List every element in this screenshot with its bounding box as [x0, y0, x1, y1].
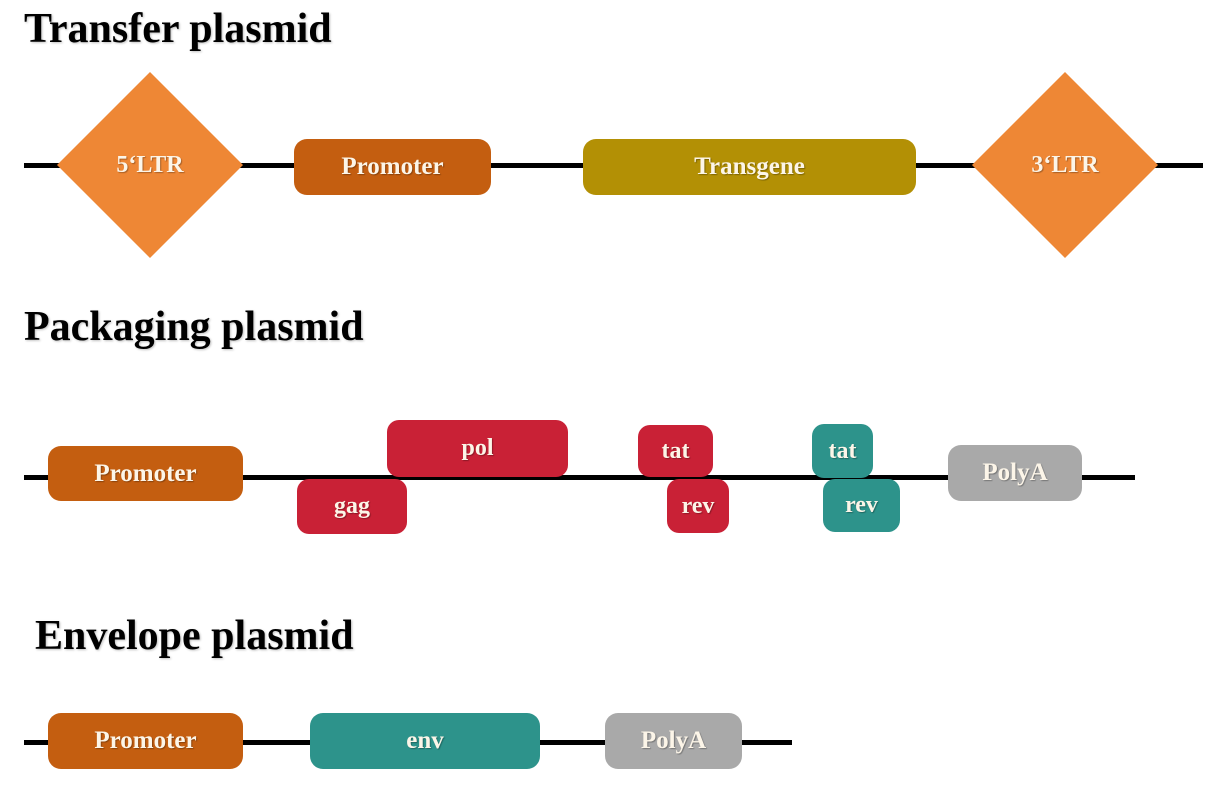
transfer-plasmid-title: Transfer plasmid: [24, 6, 332, 52]
rev-teal-box: rev: [823, 479, 900, 532]
gag-box: gag: [297, 479, 407, 534]
pol-box: pol: [387, 420, 568, 477]
ltr5-label: 5‘LTR: [116, 151, 184, 178]
envelope-promoter-box: Promoter: [48, 713, 243, 769]
transfer-promoter-box: Promoter: [294, 139, 491, 195]
env-box: env: [310, 713, 540, 769]
tat-red-box: tat: [638, 425, 713, 477]
ltr3-label: 3‘LTR: [1031, 151, 1099, 178]
packaging-promoter-box: Promoter: [48, 446, 243, 501]
packaging-polya-box: PolyA: [948, 445, 1082, 501]
ltr3-diamond: 3‘LTR: [972, 72, 1158, 258]
transgene-box: Transgene: [583, 139, 916, 195]
ltr5-diamond: 5‘LTR: [57, 72, 243, 258]
packaging-plasmid-title: Packaging plasmid: [24, 304, 364, 350]
rev-red-box: rev: [667, 479, 729, 533]
envelope-plasmid-title: Envelope plasmid: [35, 613, 354, 659]
tat-teal-box: tat: [812, 424, 873, 478]
envelope-polya-box: PolyA: [605, 713, 742, 769]
packaging-backbone-line: [24, 475, 1135, 480]
